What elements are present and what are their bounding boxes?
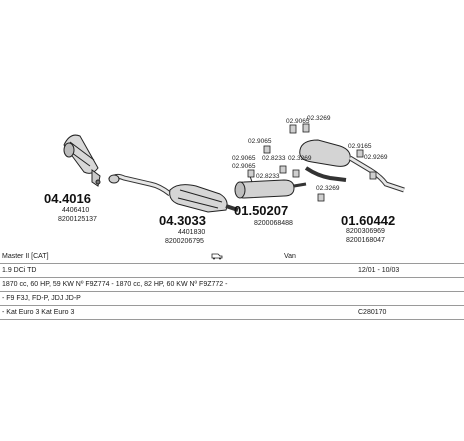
- oem-number: 8200168047: [346, 237, 385, 244]
- oem-number: 8200306969: [346, 228, 385, 235]
- part-centre-muffler-graphic: [234, 175, 307, 199]
- hardware-number: 02.8233: [256, 173, 280, 180]
- exhaust-system-diagram: 04.4016 4406410 8200125137 04.3033 44018…: [44, 115, 405, 245]
- part-front-pipe-graphic: [108, 173, 239, 213]
- info-row-model: Master II [CAT] Van: [0, 250, 464, 264]
- oem-number: 8200206795: [165, 238, 204, 245]
- hardware-number: 02.3269: [288, 155, 312, 162]
- hardware-number: 02.9065: [248, 138, 272, 145]
- part-number-04-3033: 04.3033: [159, 213, 206, 228]
- hardware-number: 02.3269: [316, 185, 340, 192]
- van-icon: [211, 253, 223, 260]
- info-row-emission: - Kat Euro 3 Kat Euro 3 C280170: [0, 306, 464, 320]
- hardware-number: 02.8233: [262, 155, 286, 162]
- production-dates: 12/01 - 10/03: [358, 267, 400, 274]
- hardware-fittings-graphic: [247, 123, 377, 202]
- engine-codes: - F9 F3J, FD-P, JDJ JD-P: [2, 295, 81, 302]
- hardware-number: 02.9165: [348, 143, 372, 150]
- part-rear-muffler-graphic: [299, 139, 405, 193]
- engine-specs: 1870 cc, 60 HP, 59 KW Nº F9Z774 - 1870 c…: [2, 281, 228, 288]
- body-type: Van: [284, 253, 296, 260]
- part-number-01-60442: 01.60442: [341, 213, 395, 228]
- hardware-number: 02.9269: [364, 154, 388, 161]
- oem-number: 8200068488: [254, 220, 293, 227]
- reference-number: C280170: [358, 309, 387, 316]
- part-number-01-50207: 01.50207: [234, 203, 288, 218]
- oem-number: 8200125137: [58, 216, 97, 223]
- hardware-number: 02.9065: [232, 155, 256, 162]
- hardware-number: 02.9065: [286, 118, 310, 125]
- oem-number: 4406410: [62, 207, 89, 214]
- vehicle-info-table: Master II [CAT] Van 1.9 DCi TD 12/01 - 1…: [0, 250, 464, 441]
- info-row-engine: 1.9 DCi TD 12/01 - 10/03: [0, 264, 464, 278]
- model-name: Master II [CAT]: [2, 253, 49, 260]
- info-row-drive-codes: - F9 F3J, FD-P, JDJ JD-P: [0, 292, 464, 306]
- emission-class: - Kat Euro 3 Kat Euro 3: [2, 309, 75, 316]
- hardware-number: 02.9065: [232, 163, 256, 170]
- hardware-number: 02.3269: [307, 115, 331, 122]
- oem-number: 4401830: [178, 229, 205, 236]
- engine: 1.9 DCi TD: [2, 267, 37, 274]
- info-row-specs: 1870 cc, 60 HP, 59 KW Nº F9Z774 - 1870 c…: [0, 278, 464, 292]
- part-number-04-4016: 04.4016: [44, 191, 91, 206]
- part-catalytic-downpipe-graphic: [63, 134, 101, 187]
